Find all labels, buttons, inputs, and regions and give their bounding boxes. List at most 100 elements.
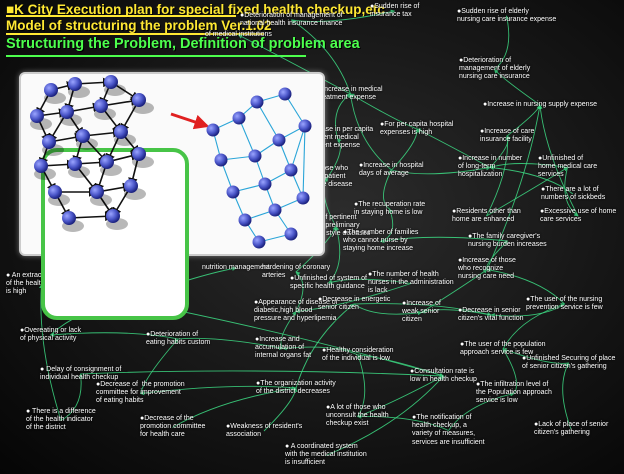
- causal-arrow: [493, 68, 541, 106]
- causal-arrow: [139, 385, 297, 396]
- graph-node-ball: [248, 149, 262, 163]
- causal-arrow: [391, 165, 491, 175]
- causal-arrow: [356, 414, 449, 431]
- graph-node-ball: [106, 209, 120, 223]
- causal-arrow: [489, 163, 568, 169]
- graph-node-ball: [30, 109, 44, 123]
- structured-arrow: [238, 117, 256, 157]
- problem-node: ●Decrease of the promotion committee for…: [96, 381, 185, 405]
- causal-arrow: [140, 338, 179, 394]
- causal-arrow: [295, 271, 304, 312]
- causal-arrow: [490, 303, 565, 318]
- problem-node: ●Decrease of the promotion committee for…: [140, 415, 206, 439]
- graph-node-ball: [232, 111, 246, 125]
- problem-node: nutrition management: [202, 264, 270, 271]
- graph-node-ball: [206, 123, 220, 137]
- structured-arrow: [290, 125, 307, 171]
- causal-arrow: [489, 165, 574, 195]
- problem-node: ●Appearance of disease of diabetic,high …: [254, 299, 338, 323]
- graph-node-ball: [284, 163, 298, 177]
- problem-node: ●Increase in hospital days of average: [359, 162, 424, 178]
- graph-node-ball: [68, 157, 82, 171]
- problem-node: ●Weakness of resident's association: [226, 423, 303, 439]
- causal-arrow: [564, 167, 579, 217]
- structured-arrow: [302, 125, 308, 199]
- graph-node-ball: [214, 153, 228, 167]
- problem-node: ●There are a lot of numbers of sickbeds: [541, 186, 606, 202]
- causal-arrow: [177, 337, 284, 351]
- problem-node: ● A coordinated system with the medical …: [285, 443, 367, 467]
- graph-node-ball: [132, 93, 146, 107]
- causal-arrow: [49, 332, 179, 340]
- causal-arrow: [327, 278, 412, 285]
- heading-underline: [6, 55, 306, 57]
- document-title: ■K City Execution plan for special fixed…: [6, 2, 385, 17]
- graph-node-ball: [250, 95, 264, 109]
- graph-node-ball: [42, 135, 56, 149]
- network-graph: [30, 75, 312, 249]
- graph-node-ball: [60, 105, 74, 119]
- problem-node: ●For per capita hospital expenses is hig…: [380, 121, 454, 137]
- problem-node: ●The infiltration level of the Populatio…: [476, 381, 552, 405]
- problem-node: ●Deterioration of management of elderly …: [459, 57, 531, 81]
- causal-arrow: [335, 93, 352, 139]
- causal-arrow: [383, 169, 392, 210]
- problem-node: ●Lack of place of senior citizen's gathe…: [534, 421, 609, 437]
- section-heading: Structuring the Problem, Definition of p…: [6, 36, 360, 52]
- problem-node: ●Decrease in senior citizen's vital func…: [458, 307, 524, 323]
- causal-arrow: [282, 345, 359, 356]
- causal-arrow: [290, 19, 351, 95]
- causal-arrow: [327, 137, 342, 178]
- causal-arrow: [357, 354, 445, 377]
- graph-node-ball: [68, 77, 82, 91]
- causal-arrow: [421, 269, 488, 313]
- causal-arrow: [325, 375, 445, 456]
- problem-node: ●Increase in nursing supply expense: [483, 101, 597, 108]
- graph-node-ball: [124, 179, 138, 193]
- problem-node: ●Unfinished of home medical care service…: [538, 155, 598, 179]
- causal-arrow: [489, 135, 512, 168]
- problem-node: ●Increase of weak senior citizen: [402, 300, 441, 324]
- causal-arrow: [295, 303, 355, 389]
- graph-node-ball: [62, 211, 76, 225]
- causal-arrow: [263, 387, 298, 432]
- causal-arrow: [237, 34, 351, 95]
- problem-node: ●The family caregiver's nursing burden i…: [468, 233, 547, 249]
- problem-node: ●Sudden rise of insurance tax: [370, 3, 420, 19]
- title-underline: [6, 15, 236, 17]
- problem-node: ●Overeating or lack of physical activity: [20, 327, 82, 343]
- graph-node-ball: [278, 87, 292, 101]
- causal-arrow: [538, 104, 579, 217]
- graph-node-ball: [114, 125, 128, 139]
- causal-arrow: [486, 104, 542, 270]
- graph-node-ball: [104, 75, 118, 89]
- problem-node: ● There is a difference of the health in…: [26, 408, 96, 432]
- causal-arrow: [80, 370, 445, 379]
- causal-arrow: [172, 386, 297, 428]
- problem-node: ●Increase and accumulation of internal o…: [255, 336, 312, 360]
- problem-node: ●Unfinished Securing of place of senior …: [522, 355, 616, 371]
- problem-node: ●Healthy consideration of the individual…: [322, 347, 394, 363]
- graph-node-ball: [34, 159, 48, 173]
- causal-arrow: [448, 392, 515, 431]
- problem-node: ●Deterioration of management of national…: [240, 12, 343, 28]
- causal-arrow: [349, 93, 418, 130]
- transform-arrow: [170, 112, 210, 130]
- causal-arrow: [486, 267, 565, 305]
- graph-node-ball: [238, 213, 252, 227]
- problem-node: ●Deterioration of eating habits custom: [146, 331, 211, 347]
- causal-arrow: [502, 303, 566, 350]
- graph-node-ball: [284, 227, 298, 241]
- problem-node: of medical institutions: [205, 31, 272, 38]
- problem-node: ●The user of the nursing prevention serv…: [526, 296, 603, 312]
- graph-node-ball: [268, 203, 282, 217]
- causal-arrow: [494, 15, 510, 70]
- problem-node: ●Consultation rate is low in health chec…: [410, 368, 477, 384]
- problem-node: ●Excessive use of home care services: [540, 208, 617, 224]
- graph-node-ball: [272, 133, 286, 147]
- problem-node: ●Decrease in energetic senior citizen: [318, 296, 391, 312]
- problem-node: ●Increase in number of long-term hospita…: [458, 155, 523, 179]
- causal-arrow: [60, 373, 84, 421]
- problem-node: ●Increase of those who recognize nursing…: [458, 257, 516, 281]
- problem-node: ●Unfinished of system of specific health…: [290, 275, 367, 291]
